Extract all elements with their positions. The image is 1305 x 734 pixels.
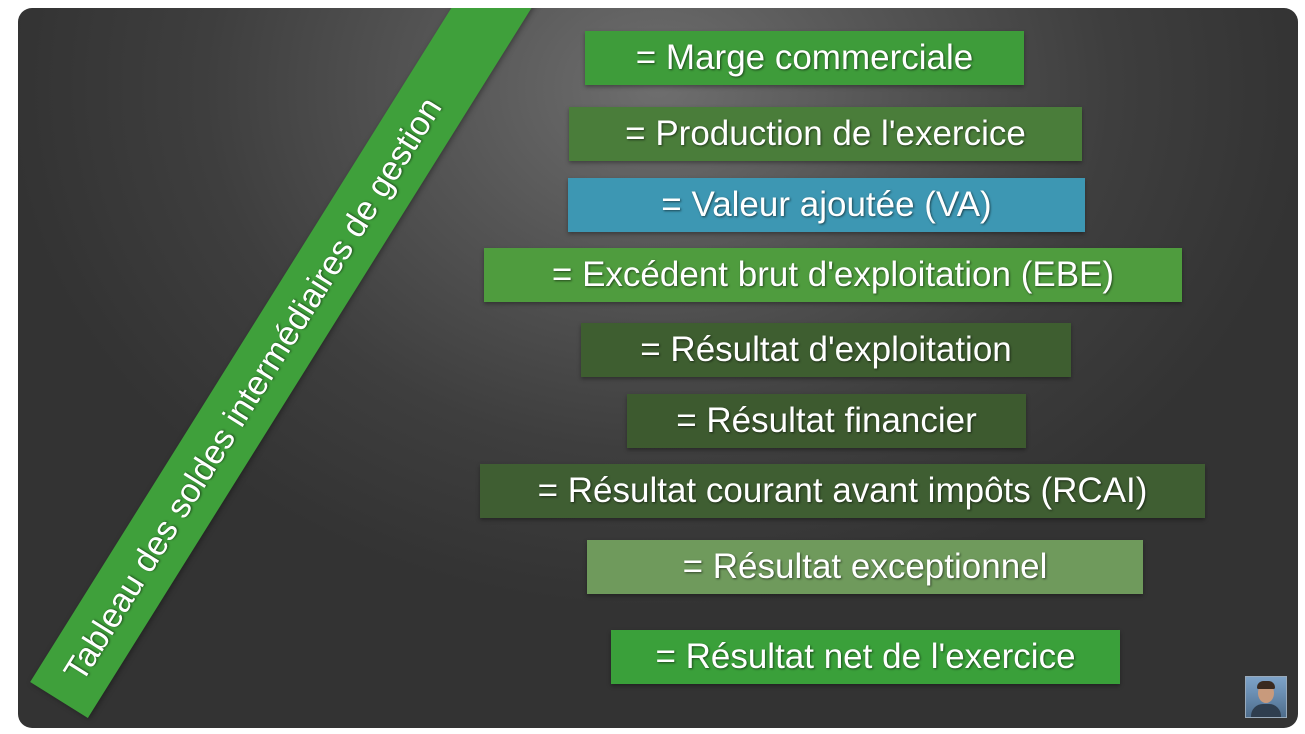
presenter-avatar bbox=[1245, 676, 1287, 718]
resultat-net-label: = Résultat net de l'exercice bbox=[611, 630, 1120, 684]
resultat-exceptionnel-label: = Résultat exceptionnel bbox=[587, 540, 1143, 594]
resultat-financier-label: = Résultat financier bbox=[627, 394, 1026, 448]
diagonal-title: Tableau des soldes intermédiaires de ges… bbox=[56, 90, 450, 688]
production-exercice-label: = Production de l'exercice bbox=[569, 107, 1082, 161]
valeur-ajoutee-label: = Valeur ajoutée (VA) bbox=[568, 178, 1085, 232]
marge-commerciale-label: = Marge commerciale bbox=[585, 31, 1024, 85]
slide: Tableau des soldes intermédiaires de ges… bbox=[18, 8, 1298, 728]
resultat-exploitation-label: = Résultat d'exploitation bbox=[581, 323, 1071, 377]
rcai-label: = Résultat courant avant impôts (RCAI) bbox=[480, 464, 1205, 518]
ebe-label: = Excédent brut d'exploitation (EBE) bbox=[484, 248, 1182, 302]
